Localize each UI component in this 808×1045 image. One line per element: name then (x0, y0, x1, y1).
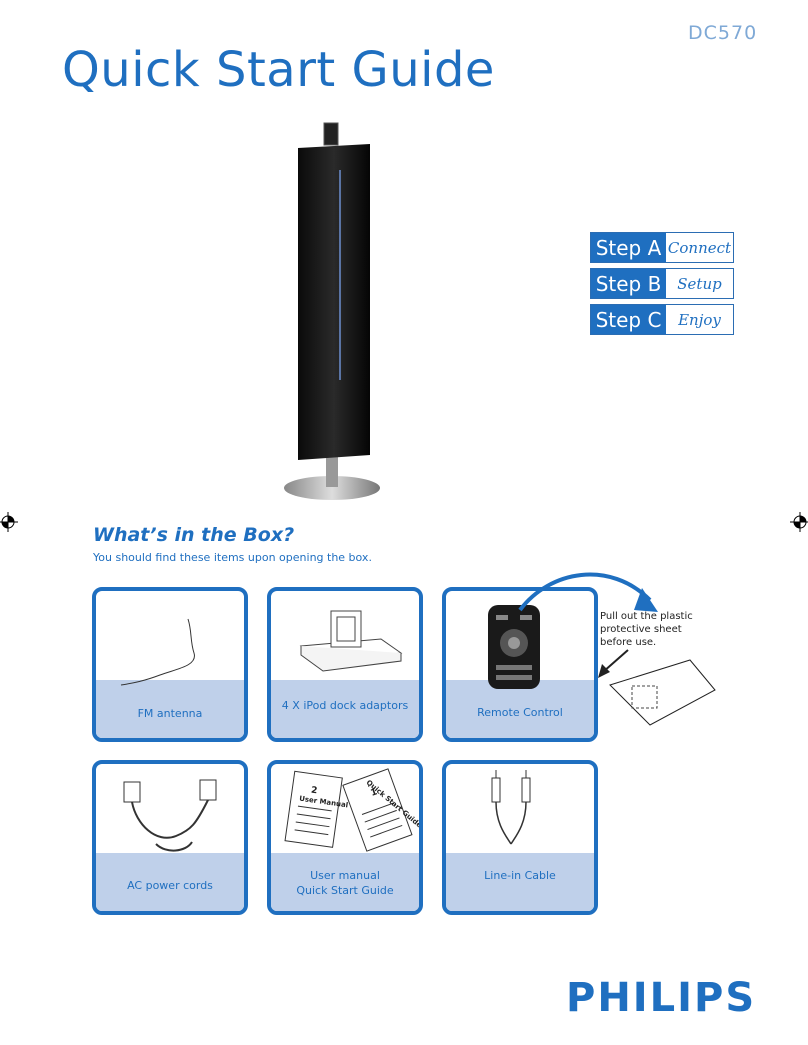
step-a: Step A Connect (590, 232, 734, 263)
item-caption: Remote Control (477, 706, 563, 719)
registration-mark-left-icon (0, 512, 18, 532)
speaker-tower-image (284, 122, 380, 500)
item-caption: 4 X iPod dock adaptors (281, 699, 409, 712)
step-c-label: Step C (591, 305, 666, 334)
item-card-line-in-cable: Line-in Cable (442, 760, 598, 915)
item-caption: AC power cords (127, 879, 213, 892)
model-number: DC570 (688, 22, 758, 44)
step-b-desc: Setup (677, 274, 722, 293)
dock-adaptor-icon (299, 610, 403, 672)
line-in-cable-icon (491, 770, 531, 845)
step-c: Step C Enjoy (590, 304, 734, 335)
remote-note: Pull out the plastic protective sheet be… (600, 611, 693, 648)
step-b: Step B Setup (590, 268, 734, 299)
step-a-desc: Connect (667, 238, 732, 257)
page-title: Quick Start Guide (62, 42, 495, 98)
manuals-icon (284, 768, 413, 852)
item-card-manuals: 2 User Manual 1 Quick Start Guide User m… (267, 760, 423, 915)
remote-control-icon (488, 605, 540, 689)
brand-logo: PHILIPS (566, 975, 757, 1021)
item-caption: Line-in Cable (484, 869, 556, 882)
registration-mark-right-icon (790, 512, 808, 532)
item-card-dock-adaptors: 4 X iPod dock adaptors (267, 587, 423, 742)
box-subtitle: You should find these items upon opening… (93, 551, 372, 564)
step-c-desc: Enjoy (678, 310, 721, 329)
item-card-remote-control: Remote Control (442, 587, 598, 742)
step-a-label: Step A (591, 233, 666, 262)
item-caption-line2: Quick Start Guide (296, 884, 394, 897)
power-cord-icon (123, 779, 217, 852)
item-card-fm-antenna: FM antenna (92, 587, 248, 742)
fm-antenna-icon (120, 618, 195, 686)
remote-sheet-illustration (518, 572, 716, 726)
item-card-ac-power-cords: AC power cords (92, 760, 248, 915)
box-heading: What’s in the Box? (93, 524, 295, 546)
item-caption: FM antenna (137, 707, 203, 720)
item-caption-line1: User manual (310, 869, 380, 882)
step-b-label: Step B (591, 269, 666, 298)
